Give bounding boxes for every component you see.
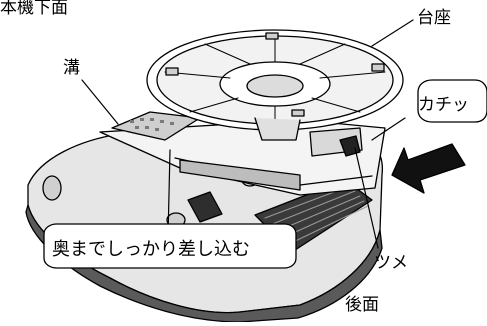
stand-disc-illustration (146, 29, 404, 141)
label-rear: 後面 (345, 295, 379, 315)
label-base: 台座 (417, 8, 451, 28)
label-tab: ツメ (374, 253, 408, 273)
label-insert-instruction: 奥までしっかり差し込む (52, 239, 250, 260)
heading-device-bottom: 本機下面 (0, 0, 68, 18)
click-bubble (417, 79, 487, 123)
label-groove: 溝 (63, 58, 80, 78)
callout-lines (81, 19, 414, 249)
device-body-illustration (25, 111, 386, 323)
instruction-bubble (43, 223, 297, 269)
insert-direction-arrow (391, 143, 466, 194)
label-click: カチッ (418, 95, 469, 115)
